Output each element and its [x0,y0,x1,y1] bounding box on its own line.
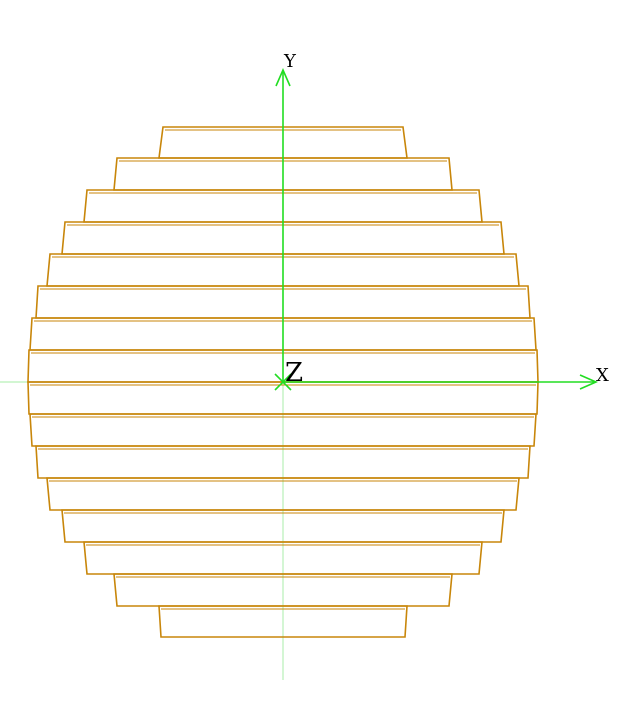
slab [113,573,453,607]
slab [158,605,408,638]
y-axis-label: Y [283,51,297,72]
x-cross-icon [274,373,292,391]
slab [61,509,505,543]
slab [46,477,520,511]
y-arrow-icon [275,68,291,87]
slab [29,413,537,447]
slab [35,445,531,479]
x-axis-label: X [596,365,609,386]
slab [83,541,483,575]
z-axis-label: Z [285,358,303,388]
x-arrow-icon [579,374,598,390]
